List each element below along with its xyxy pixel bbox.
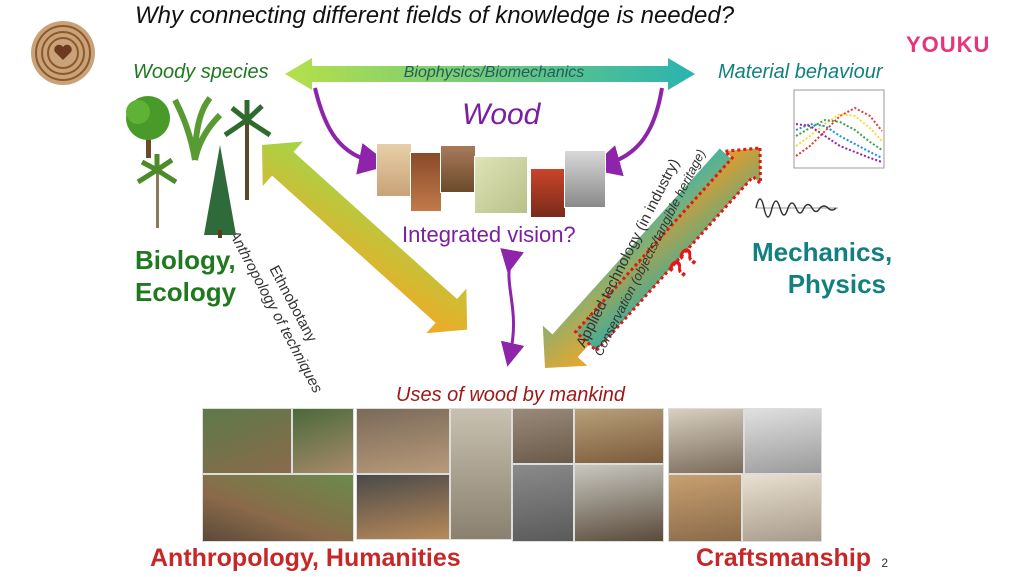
mechanics-physics-label: Mechanics, Physics — [752, 236, 893, 300]
biophysics-label: Biophysics/Biomechanics — [403, 64, 585, 81]
physics-text: Physics — [787, 269, 886, 299]
mechanics-text: Mechanics, — [752, 237, 893, 267]
material-behaviour-label: Material behaviour — [718, 61, 883, 83]
grass-plant-icon — [172, 96, 223, 161]
purple-arrow-left — [313, 87, 391, 175]
page-number: 2 — [881, 556, 888, 570]
workshop-photo — [744, 408, 822, 474]
workshop-photo — [742, 474, 822, 542]
slide-title: Why connecting different fields of knowl… — [135, 2, 735, 29]
uses-of-wood-label: Uses of wood by mankind — [396, 384, 626, 406]
biology-ecology-label: Biology, Ecology — [135, 244, 236, 308]
workshop-photo — [668, 408, 744, 474]
workshop-photo — [356, 408, 450, 474]
tree-illustrations — [126, 96, 272, 238]
ecology-text: Ecology — [135, 277, 237, 307]
palm-tree-icon — [136, 154, 178, 228]
cycad-tree-icon — [223, 100, 272, 200]
purple-arrow-right — [588, 87, 664, 177]
conifer-tree-icon — [204, 145, 236, 238]
wood-sample-thumbnail — [530, 168, 566, 218]
broadleaf-tree-icon — [126, 96, 170, 158]
workshop-photo — [512, 464, 574, 542]
left-double-arrow — [262, 141, 468, 334]
workshop-photo — [574, 464, 664, 542]
workshop-photo — [202, 474, 354, 542]
woody-species-label: Woody species — [133, 61, 269, 83]
workshop-photo — [292, 408, 354, 474]
purple-arrow-vertical — [500, 248, 525, 367]
wood-sample-thumbnail — [474, 156, 528, 214]
wood-sample-thumbnail — [376, 143, 412, 197]
anthropology-humanities-label: Anthropology, Humanities — [150, 544, 461, 572]
integrated-vision-label: Integrated vision? — [402, 222, 576, 247]
question-arrow — [573, 146, 762, 353]
craftsmanship-label: Craftsmanship — [696, 544, 872, 572]
oscillation-chart — [755, 198, 838, 218]
workshop-photo — [512, 408, 574, 464]
wood-sample-thumbnail — [440, 145, 476, 193]
workshop-photo — [450, 408, 512, 540]
material-behaviour-chart — [793, 89, 885, 169]
wood-sample-thumbnail — [410, 152, 442, 212]
workshop-photo — [574, 408, 664, 464]
youku-watermark: YOUKU — [906, 32, 991, 57]
workshop-photo — [202, 408, 292, 474]
biology-text: Biology, — [135, 245, 236, 275]
top-double-arrow — [285, 58, 695, 90]
wood-sample-thumbnail — [564, 150, 606, 208]
workshop-photo — [356, 474, 450, 540]
wood-rings-logo — [31, 21, 95, 85]
workshop-photo — [668, 474, 742, 542]
wood-label: Wood — [462, 98, 541, 131]
